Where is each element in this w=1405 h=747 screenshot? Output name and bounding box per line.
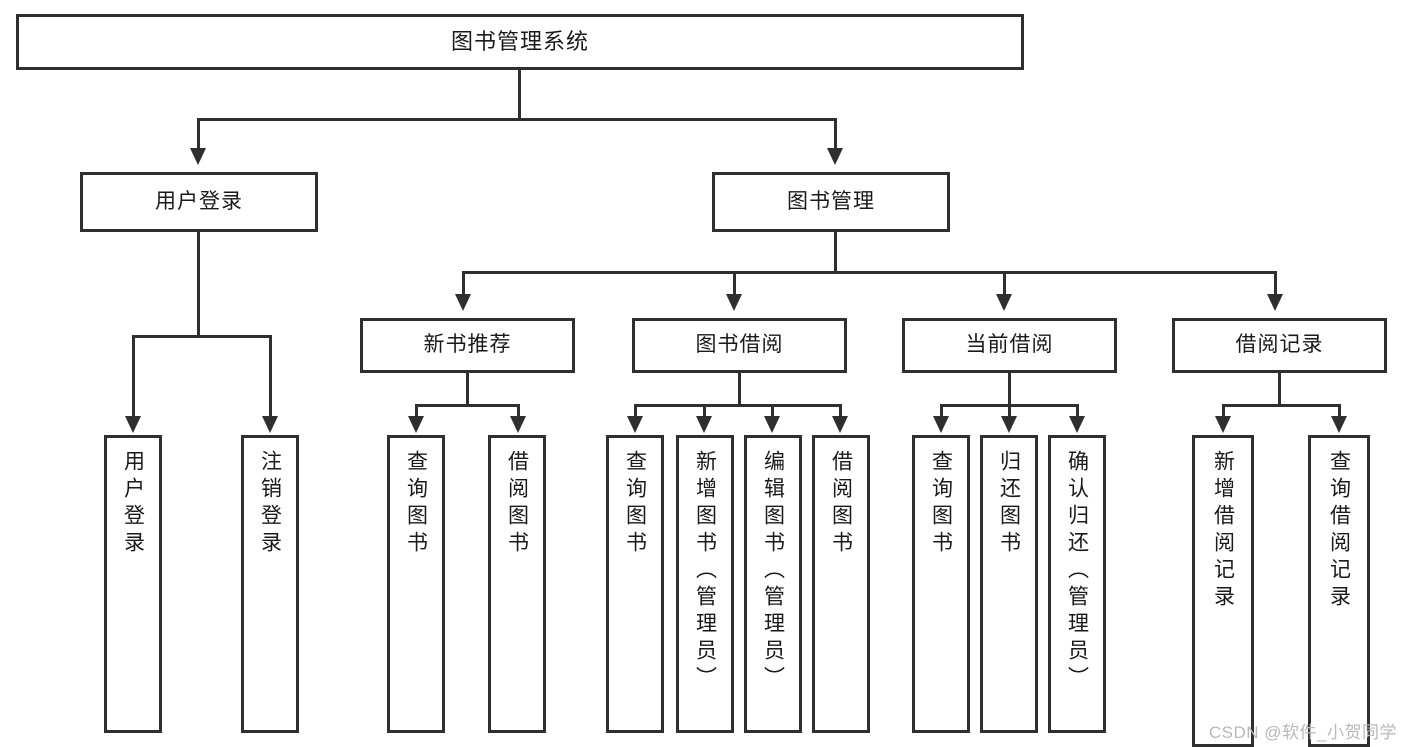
connector-user-login-stem	[197, 232, 200, 335]
connector-new-book-leaf-1	[415, 404, 418, 418]
leaf-label: 查询借阅记录	[1327, 450, 1351, 612]
leaf-label: 新增图书（管理员）	[693, 450, 717, 693]
leaf-current-borrow-query-book[interactable]: 查询图书	[912, 435, 970, 733]
arrowhead-new-book-leaf-1	[408, 416, 424, 433]
leaf-label: 借阅图书	[829, 450, 853, 558]
arrowhead-book-borrow-leaf-4	[832, 416, 848, 433]
leaf-label: 查询图书	[404, 450, 428, 558]
leaf-book-borrow-query-book[interactable]: 查询图书	[606, 435, 664, 733]
connector-book-borrow-leaf-3	[771, 404, 774, 418]
connector-book-borrow-leaf-4	[839, 404, 842, 418]
leaf-label: 借阅图书	[505, 450, 529, 558]
connector-bm-to-borrow-record	[1274, 271, 1277, 296]
arrowhead-book-borrow-leaf-2	[696, 416, 712, 433]
leaf-label: 查询图书	[623, 450, 647, 558]
node-label: 图书管理	[787, 189, 875, 213]
leaf-new-book-query-book[interactable]: 查询图书	[387, 435, 445, 733]
connector-root-bus	[197, 118, 837, 121]
node-label: 图书借阅	[695, 333, 784, 357]
leaf-book-borrow-edit-book[interactable]: 编辑图书（管理员）	[744, 435, 802, 733]
connector-current-borrow-stem	[1008, 373, 1011, 404]
arrowhead-current-borrow-leaf-1	[933, 416, 949, 433]
arrowhead-user-login-leaf-1	[125, 416, 141, 433]
connector-borrow-record-leaf-1	[1222, 404, 1225, 418]
connector-borrow-record-bus	[1222, 404, 1341, 407]
leaf-borrow-record-add-record[interactable]: 新增借阅记录	[1192, 435, 1254, 747]
leaf-new-book-borrow-book[interactable]: 借阅图书	[488, 435, 546, 733]
connector-current-borrow-leaf-1	[940, 404, 943, 418]
leaf-user-logout[interactable]: 注销登录	[241, 435, 299, 733]
arrowhead-user-login-leaf-2	[262, 416, 278, 433]
connector-user-login-to-leaf-2	[269, 335, 272, 418]
connector-new-book-bus	[415, 404, 520, 407]
node-user-login[interactable]: 用户登录	[80, 172, 318, 232]
arrowhead-borrow-record-leaf-2	[1331, 416, 1347, 433]
leaf-current-borrow-return-book[interactable]: 归还图书	[980, 435, 1038, 733]
connector-current-borrow-leaf-2	[1008, 404, 1011, 418]
leaf-label: 新增借阅记录	[1211, 450, 1235, 612]
arrowhead-bm-new-book	[455, 294, 471, 311]
connector-book-borrow-bus	[634, 404, 842, 407]
connector-borrow-record-stem	[1278, 373, 1281, 404]
connector-user-login-to-leaf-1	[132, 335, 135, 418]
node-label: 图书管理系统	[450, 29, 589, 55]
leaf-current-borrow-confirm-return[interactable]: 确认归还（管理员）	[1048, 435, 1106, 733]
connector-book-borrow-leaf-2	[703, 404, 706, 418]
leaf-user-login[interactable]: 用户登录	[104, 435, 162, 733]
leaf-label: 查询图书	[929, 450, 953, 558]
arrowhead-bm-current-borrow	[996, 294, 1012, 311]
leaf-label: 确认归还（管理员）	[1065, 450, 1089, 693]
leaf-label: 编辑图书（管理员）	[761, 450, 785, 693]
arrowhead-new-book-leaf-2	[510, 416, 526, 433]
leaf-book-borrow-add-book[interactable]: 新增图书（管理员）	[676, 435, 734, 733]
connector-new-book-stem	[466, 373, 469, 404]
arrowhead-current-borrow-leaf-3	[1069, 416, 1085, 433]
connector-current-borrow-leaf-3	[1076, 404, 1079, 418]
arrowhead-bm-book-borrow	[726, 294, 742, 311]
connector-root-stem	[518, 70, 521, 118]
arrowhead-book-borrow-leaf-1	[627, 416, 643, 433]
node-label: 新书推荐	[423, 333, 512, 357]
connector-book-management-bus	[462, 271, 1277, 274]
connector-new-book-leaf-2	[517, 404, 520, 418]
node-book-management[interactable]: 图书管理	[712, 172, 950, 232]
connector-bm-to-book-borrow	[733, 271, 736, 296]
connector-book-management-stem	[834, 232, 837, 271]
leaf-book-borrow-borrow-book[interactable]: 借阅图书	[812, 435, 870, 733]
leaf-label: 归还图书	[997, 450, 1021, 558]
connector-borrow-record-leaf-2	[1338, 404, 1341, 418]
arrowhead-root-to-user-login	[190, 148, 206, 165]
connector-bm-to-new-book	[462, 271, 465, 296]
node-borrow-record[interactable]: 借阅记录	[1172, 318, 1387, 373]
arrowhead-book-borrow-leaf-3	[764, 416, 780, 433]
connector-book-borrow-stem	[738, 373, 741, 404]
connector-book-borrow-leaf-1	[634, 404, 637, 418]
node-root-book-management-system[interactable]: 图书管理系统	[16, 14, 1024, 70]
node-label: 用户登录	[155, 189, 243, 213]
leaf-borrow-record-query-record[interactable]: 查询借阅记录	[1308, 435, 1370, 747]
arrowhead-current-borrow-leaf-2	[1001, 416, 1017, 433]
arrowhead-bm-borrow-record	[1267, 294, 1283, 311]
leaf-label: 注销登录	[258, 450, 282, 558]
node-book-borrow[interactable]: 图书借阅	[632, 318, 847, 373]
node-new-book-recommend[interactable]: 新书推荐	[360, 318, 575, 373]
connector-user-login-bus	[132, 335, 272, 338]
connector-root-to-user-login	[197, 118, 200, 150]
arrowhead-borrow-record-leaf-1	[1215, 416, 1231, 433]
csdn-watermark: CSDN @软件_小贺同学	[1208, 723, 1397, 742]
connector-root-to-book-management	[834, 118, 837, 150]
leaf-label: 用户登录	[121, 450, 145, 558]
node-current-borrow[interactable]: 当前借阅	[902, 318, 1117, 373]
node-label: 借阅记录	[1235, 333, 1324, 357]
connector-bm-to-current-borrow	[1003, 271, 1006, 296]
node-label: 当前借阅	[965, 333, 1054, 357]
arrowhead-root-to-book-management	[827, 148, 843, 165]
